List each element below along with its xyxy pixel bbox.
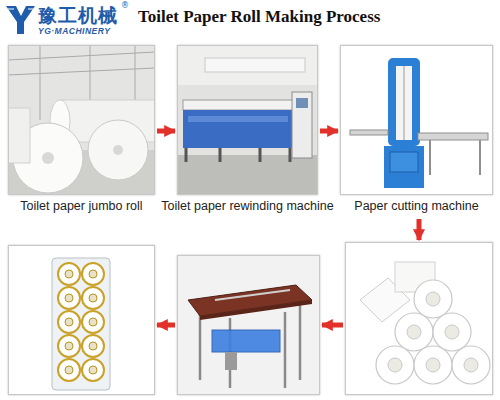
sealing-machine-photo xyxy=(177,255,320,395)
step-caption: Paper cutting machine xyxy=(318,199,500,213)
jumbo-roll-photo xyxy=(8,45,155,195)
packed-rolls-photo xyxy=(8,245,155,395)
image-frame xyxy=(345,242,493,395)
process-step: Paper cutting machine xyxy=(340,45,493,217)
image-frame xyxy=(8,45,155,195)
process-step xyxy=(177,255,320,395)
logo-mark xyxy=(6,6,35,34)
process-step: Toilet paper jumbo roll xyxy=(8,45,155,217)
logo-text: 豫工机械 xyxy=(38,3,118,29)
logo-text: YG·MACHINERY xyxy=(38,26,110,36)
step-caption: Toilet paper rewinding machine xyxy=(155,199,340,213)
flow-arrow xyxy=(322,323,343,328)
step-caption: Toilet paper jumbo roll xyxy=(0,199,177,213)
image-frame xyxy=(177,45,318,195)
diagram-title: Toilet Paper Roll Making Process xyxy=(138,7,380,27)
registered-mark: ® xyxy=(121,1,129,10)
process-step xyxy=(8,245,155,395)
process-step xyxy=(345,242,493,395)
image-frame xyxy=(177,255,320,395)
image-frame xyxy=(340,45,493,195)
rewinding-machine-photo xyxy=(177,45,318,195)
cutting-machine-photo xyxy=(340,45,493,195)
finished-rolls-photo xyxy=(345,242,493,395)
flow-arrow xyxy=(157,129,175,134)
process-step: Toilet paper rewinding machine xyxy=(177,45,318,217)
flow-arrow xyxy=(417,219,422,240)
image-frame xyxy=(8,245,155,395)
flow-arrow xyxy=(320,129,338,134)
flow-arrow xyxy=(157,323,175,328)
